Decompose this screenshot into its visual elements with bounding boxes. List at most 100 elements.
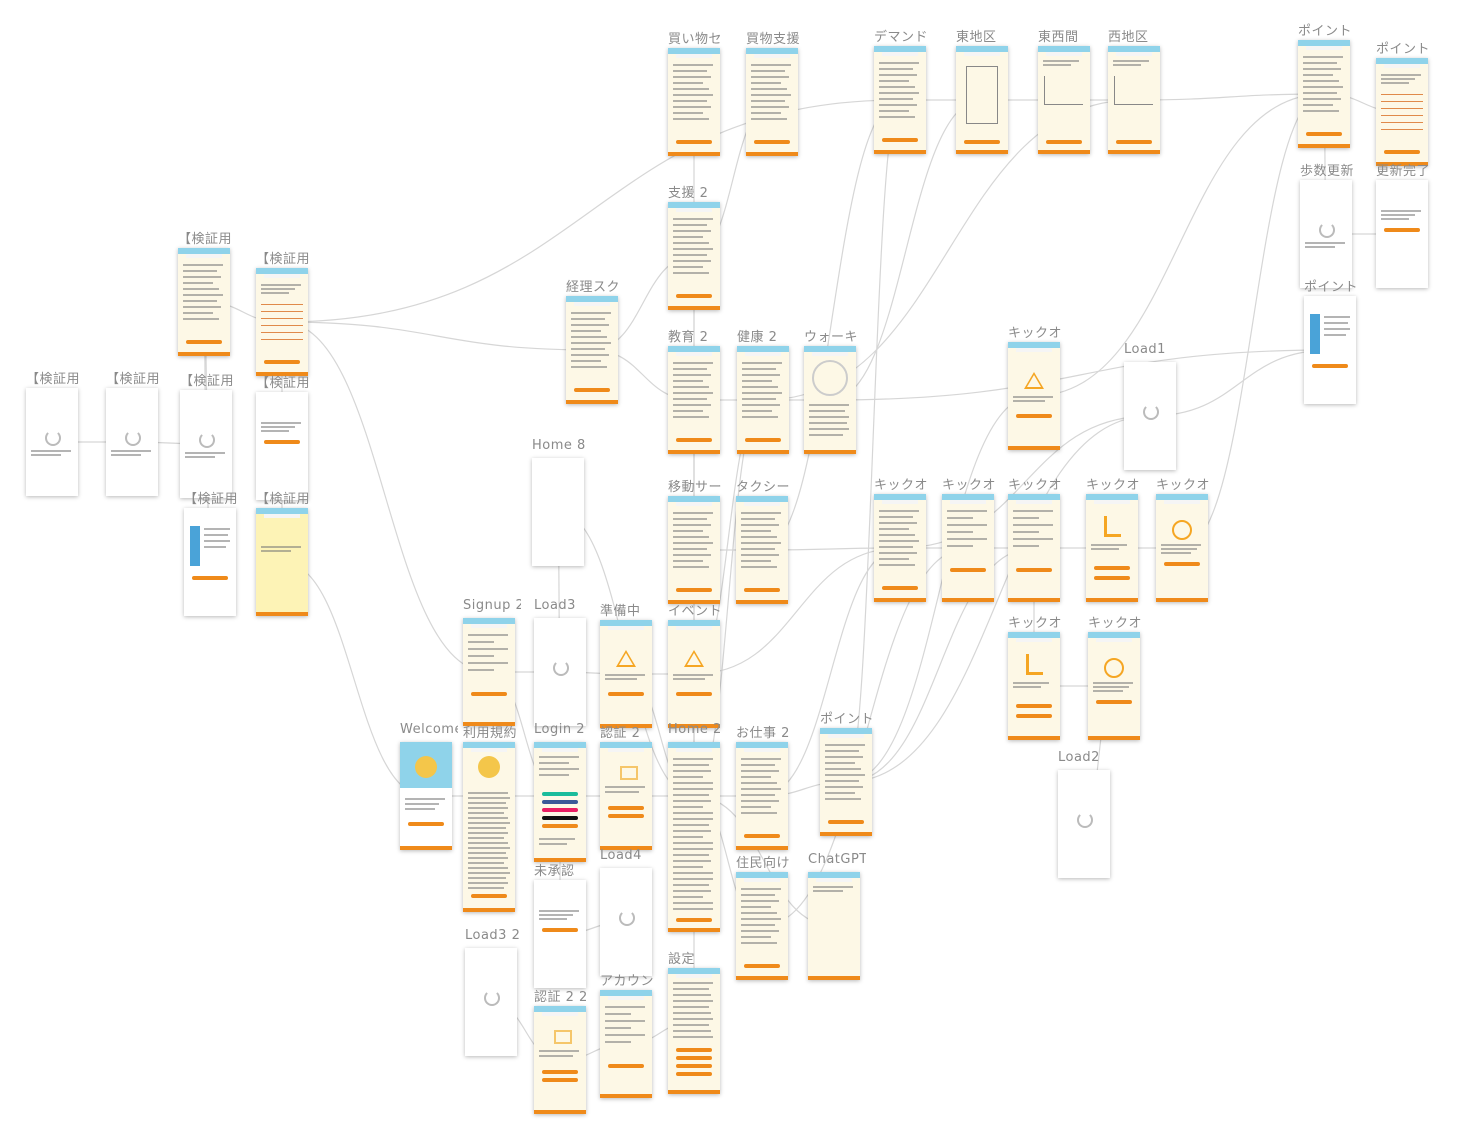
screen-thumbnail-s14[interactable] [737,346,789,454]
screen-thumbnail-s35[interactable] [1008,632,1060,740]
screen-button[interactable] [608,806,644,810]
screen-button[interactable] [608,692,644,696]
screen-button[interactable] [676,918,712,922]
screen-button[interactable] [1046,140,1082,144]
screen-thumbnail-s01[interactable] [26,388,78,496]
screen-button[interactable] [1116,140,1152,144]
screen-button[interactable] [408,822,444,826]
screen-thumbnail-s53[interactable] [465,948,517,1056]
screen-thumbnail-s46[interactable] [668,742,720,932]
screen-thumbnail-s11[interactable] [746,48,798,156]
screen-button[interactable] [471,894,507,898]
screen-button[interactable] [264,440,300,444]
screen-button[interactable] [882,586,918,590]
screen-button[interactable] [542,1078,578,1082]
screen-button[interactable] [964,140,1000,144]
screen-thumbnail-s28[interactable] [668,496,720,604]
screen-thumbnail-s37[interactable] [1058,770,1110,878]
screen-thumbnail-s32[interactable] [1008,494,1060,602]
screen-button[interactable] [1312,364,1348,368]
screen-button[interactable] [1096,700,1132,704]
screen-button[interactable] [744,588,780,592]
screen-thumbnail-s08[interactable] [256,508,308,616]
screen-thumbnail-s38[interactable] [463,618,515,726]
screen-button[interactable] [676,438,712,442]
screen-thumbnail-s17[interactable] [956,46,1008,154]
screen-thumbnail-s34[interactable] [1156,494,1208,602]
screen-button[interactable] [471,692,507,696]
screen-button[interactable] [1094,566,1130,570]
screen-button[interactable] [676,1072,712,1076]
screen-button[interactable] [676,692,712,696]
screen-thumbnail-s50[interactable] [600,868,652,976]
screen-thumbnail-s04[interactable] [178,248,230,356]
screen-button[interactable] [676,294,712,298]
screen-button[interactable] [608,814,644,818]
screen-button[interactable] [542,928,578,932]
screen-button[interactable] [676,588,712,592]
screen-thumbnail-s25[interactable] [1008,342,1060,450]
screen-thumbnail-s31[interactable] [942,494,994,602]
screen-thumbnail-s39[interactable] [534,618,586,726]
screen-thumbnail-s36[interactable] [1088,632,1140,740]
screen-thumbnail-s20[interactable] [1298,40,1350,148]
screen-button[interactable] [676,1056,712,1060]
screen-button[interactable] [744,834,780,838]
screen-button[interactable] [1016,568,1052,572]
social-login-button[interactable] [542,800,578,804]
screen-thumbnail-s52[interactable] [808,872,860,980]
screen-thumbnail-s16[interactable] [874,46,926,154]
screen-thumbnail-s27[interactable] [532,458,584,566]
screen-thumbnail-s45[interactable] [600,742,652,850]
screen-thumbnail-s15[interactable] [804,346,856,454]
social-login-button[interactable] [542,808,578,812]
screen-thumbnail-s07[interactable] [184,508,236,616]
screen-button[interactable] [192,576,228,580]
screen-thumbnail-s13[interactable] [668,346,720,454]
screen-button[interactable] [950,568,986,572]
screen-thumbnail-s56[interactable] [534,1006,586,1114]
screen-button[interactable] [1094,576,1130,580]
screen-thumbnail-s19[interactable] [1108,46,1160,154]
screen-thumbnail-s18[interactable] [1038,46,1090,154]
screen-button[interactable] [1016,414,1052,418]
screen-button[interactable] [676,1048,712,1052]
social-login-button[interactable] [542,824,578,828]
screen-thumbnail-s10[interactable] [668,48,720,156]
screen-button[interactable] [754,140,790,144]
screen-button[interactable] [1016,714,1052,718]
screen-thumbnail-s41[interactable] [668,620,720,728]
screen-button[interactable] [608,1064,644,1068]
screen-thumbnail-s49[interactable] [534,880,586,988]
screen-thumbnail-s54[interactable] [668,968,720,1094]
screen-button[interactable] [828,820,864,824]
screen-button[interactable] [882,138,918,142]
screen-button[interactable] [744,964,780,968]
screen-thumbnail-s05[interactable] [256,268,308,376]
screen-thumbnail-s48[interactable] [820,728,872,836]
screen-button[interactable] [1384,228,1420,232]
screen-button[interactable] [1306,132,1342,136]
screen-thumbnail-s21[interactable] [1376,58,1428,166]
screen-thumbnail-s02[interactable] [106,388,158,496]
screen-button[interactable] [745,438,781,442]
social-login-button[interactable] [542,792,578,796]
screen-thumbnail-s09[interactable] [566,296,618,404]
screen-thumbnail-s47[interactable] [736,742,788,850]
screen-thumbnail-s24[interactable] [1304,296,1356,404]
screen-button[interactable] [542,1070,578,1074]
screen-thumbnail-s44[interactable] [534,742,586,862]
screen-thumbnail-s33[interactable] [1086,494,1138,602]
screen-button[interactable] [574,388,610,392]
screen-button[interactable] [1384,150,1420,154]
screen-button[interactable] [1164,562,1200,566]
screen-thumbnail-s40[interactable] [600,620,652,728]
screen-button[interactable] [264,360,300,364]
screen-thumbnail-s12[interactable] [668,202,720,310]
screen-button[interactable] [676,140,712,144]
screen-thumbnail-s22[interactable] [1300,180,1352,288]
screen-button[interactable] [676,1064,712,1068]
screen-thumbnail-s30[interactable] [874,494,926,602]
screen-thumbnail-s42[interactable] [400,742,452,850]
